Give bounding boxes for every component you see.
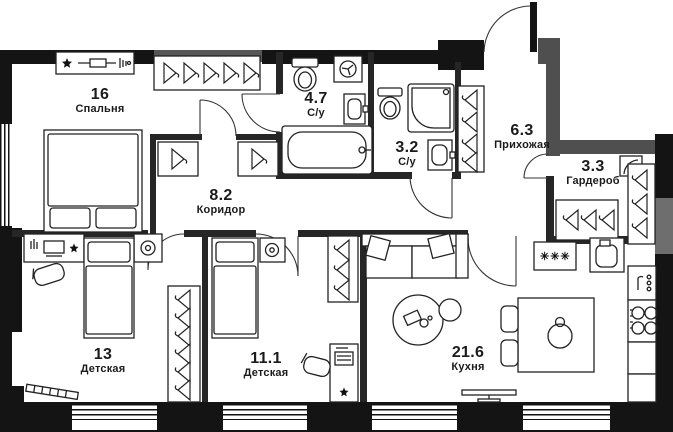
- desk-icon-kids2: [329, 343, 359, 403]
- shower-icon: [407, 83, 455, 133]
- wall-bath1-west-a: [276, 52, 283, 94]
- kitchen-tv-icon: [461, 389, 517, 403]
- wardrobe-kids2: [327, 235, 359, 303]
- door-arcs: [147, 5, 549, 287]
- wall-left-corner: [0, 386, 24, 432]
- chair-icon-kids2: [300, 352, 331, 378]
- wall-sofa-north: [360, 230, 468, 236]
- wall-wardrobe-west: [546, 176, 554, 238]
- wall-kids-divider: [202, 230, 208, 402]
- toilet-icon-bath2: [377, 87, 403, 120]
- single-bed-kids2: [211, 237, 259, 339]
- hall-coat-rack: [457, 85, 485, 173]
- window-kids1: [72, 404, 157, 430]
- toilet-icon: [291, 57, 319, 92]
- wardrobe-kids1: [167, 285, 201, 403]
- wall-nook-b: [236, 134, 282, 140]
- wall-left-pier: [0, 228, 22, 332]
- wall-kitchen-west: [360, 230, 367, 402]
- nook-closet-right: [237, 141, 279, 177]
- wall-wardrobe-top: [546, 140, 657, 154]
- entry-door-leaf: [530, 2, 537, 52]
- wall-entry-right: [546, 38, 560, 156]
- kitchen-counter-column: [627, 265, 657, 403]
- sink-icon-bath1: [343, 93, 369, 125]
- wall-bath-divider: [368, 52, 374, 179]
- window-bedroom: [0, 124, 12, 226]
- wall-bath1-west-b: [276, 132, 283, 178]
- wall-corridor-c: [298, 230, 360, 237]
- wall-nook-a: [150, 134, 202, 140]
- svg-text:✳✳✳: ✳✳✳: [540, 251, 571, 263]
- desk-icon-kids1: [23, 233, 85, 263]
- kitchen-hood-box: ✳✳✳: [533, 241, 577, 271]
- wall-bath-south: [276, 172, 412, 179]
- tv-console: [55, 51, 135, 75]
- stove-icon: [630, 306, 658, 335]
- wall-right-top: [655, 134, 673, 200]
- window-kitchen2: [523, 404, 610, 430]
- armchair-icon: [392, 294, 462, 346]
- double-bed: [43, 129, 143, 233]
- wall-bedroom-east: [150, 134, 156, 238]
- bedroom-closet: [153, 55, 261, 91]
- wall-corridor-b: [184, 230, 256, 237]
- wardrobe-hangers-bottom: [555, 199, 619, 241]
- sink-icon-bath2: [427, 139, 456, 171]
- window-right: [655, 198, 673, 256]
- nook-closet-left: [157, 141, 199, 177]
- window-kitchen1: [372, 404, 457, 430]
- window-kids2: [223, 404, 307, 430]
- nightstand-lamp-kids2: [259, 237, 286, 263]
- bathtub-icon: [281, 125, 373, 175]
- wall-right-bottom: [655, 254, 673, 432]
- kitchen-sink-icon: [589, 237, 625, 273]
- wardrobe-hangers-right: [627, 163, 656, 245]
- nightstand-lamp-kids1: [133, 233, 163, 263]
- duct-block: [438, 40, 484, 70]
- single-bed-kids1: [83, 237, 135, 339]
- chair-icon-kids1: [32, 262, 65, 287]
- radiator-icon: [25, 383, 80, 401]
- dining-table-icon: [500, 297, 595, 373]
- washing-machine-icon: [333, 55, 363, 83]
- sofa-icon: [361, 232, 469, 279]
